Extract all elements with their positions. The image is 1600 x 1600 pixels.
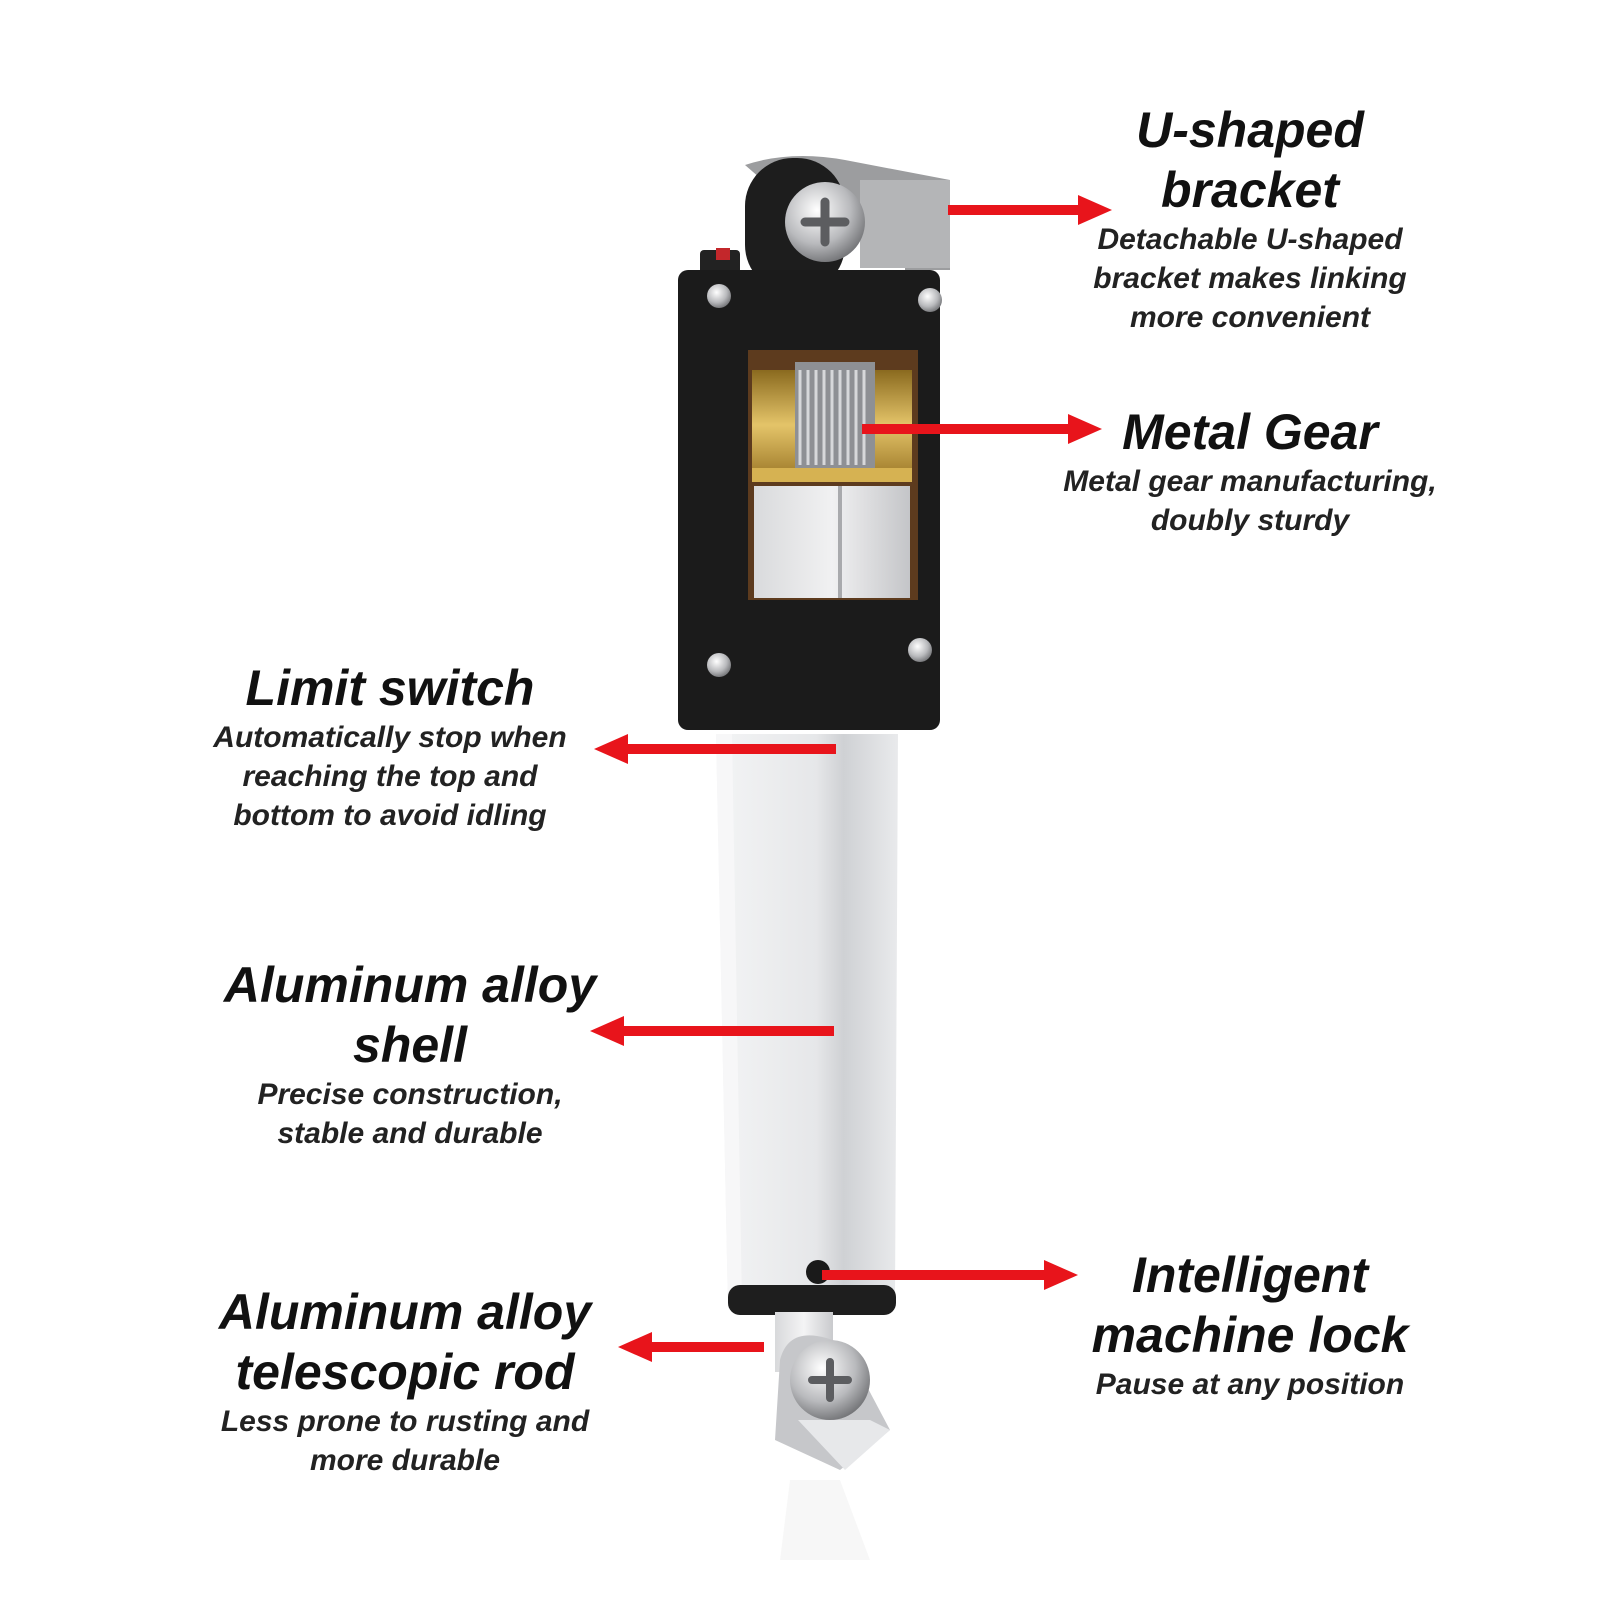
u-shaped-bracket xyxy=(745,156,950,293)
callout-description: Precise construction, stable and durable xyxy=(257,1078,563,1150)
callout-title: Aluminum alloy telescopic rod xyxy=(218,1284,592,1400)
arrow-machine-lock xyxy=(822,1260,1078,1290)
callout-metal-gear: Metal Gear Metal gear manufacturing, dou… xyxy=(1030,402,1470,540)
callout-title: U-shaped bracket xyxy=(1136,102,1364,218)
callout-description: Metal gear manufacturing, doubly sturdy xyxy=(1063,465,1437,537)
callout-machine-lock: Intelligent machine lock Pause at any po… xyxy=(1040,1245,1460,1404)
callout-description: Automatically stop when reaching the top… xyxy=(213,721,567,832)
arrow-u-bracket xyxy=(948,195,1112,225)
callout-u-shaped-bracket: U-shaped bracket Detachable U-shaped bra… xyxy=(1030,100,1470,337)
arrow-telescopic-rod xyxy=(618,1332,764,1362)
arrow-aluminum-shell xyxy=(590,1016,834,1046)
callout-description: Pause at any position xyxy=(1095,1368,1405,1401)
callout-limit-switch: Limit switch Automatically stop when rea… xyxy=(170,658,610,835)
callout-description: Less prone to rusting and more durable xyxy=(220,1405,590,1477)
callout-title: Metal Gear xyxy=(1122,404,1378,460)
callout-title: Aluminum alloy shell xyxy=(223,957,597,1073)
gearbox-housing xyxy=(678,270,942,730)
callout-aluminum-shell: Aluminum alloy shell Precise constructio… xyxy=(180,955,640,1153)
aluminum-shell xyxy=(716,734,898,1315)
arrow-metal-gear xyxy=(862,414,1102,444)
arrow-limit-switch xyxy=(594,734,836,764)
callout-telescopic-rod: Aluminum alloy telescopic rod Less prone… xyxy=(170,1282,640,1480)
callout-description: Detachable U-shaped bracket makes linkin… xyxy=(1093,223,1407,334)
callout-title: Intelligent machine lock xyxy=(1091,1247,1409,1363)
telescopic-rod xyxy=(775,1312,890,1560)
callout-title: Limit switch xyxy=(245,660,535,716)
